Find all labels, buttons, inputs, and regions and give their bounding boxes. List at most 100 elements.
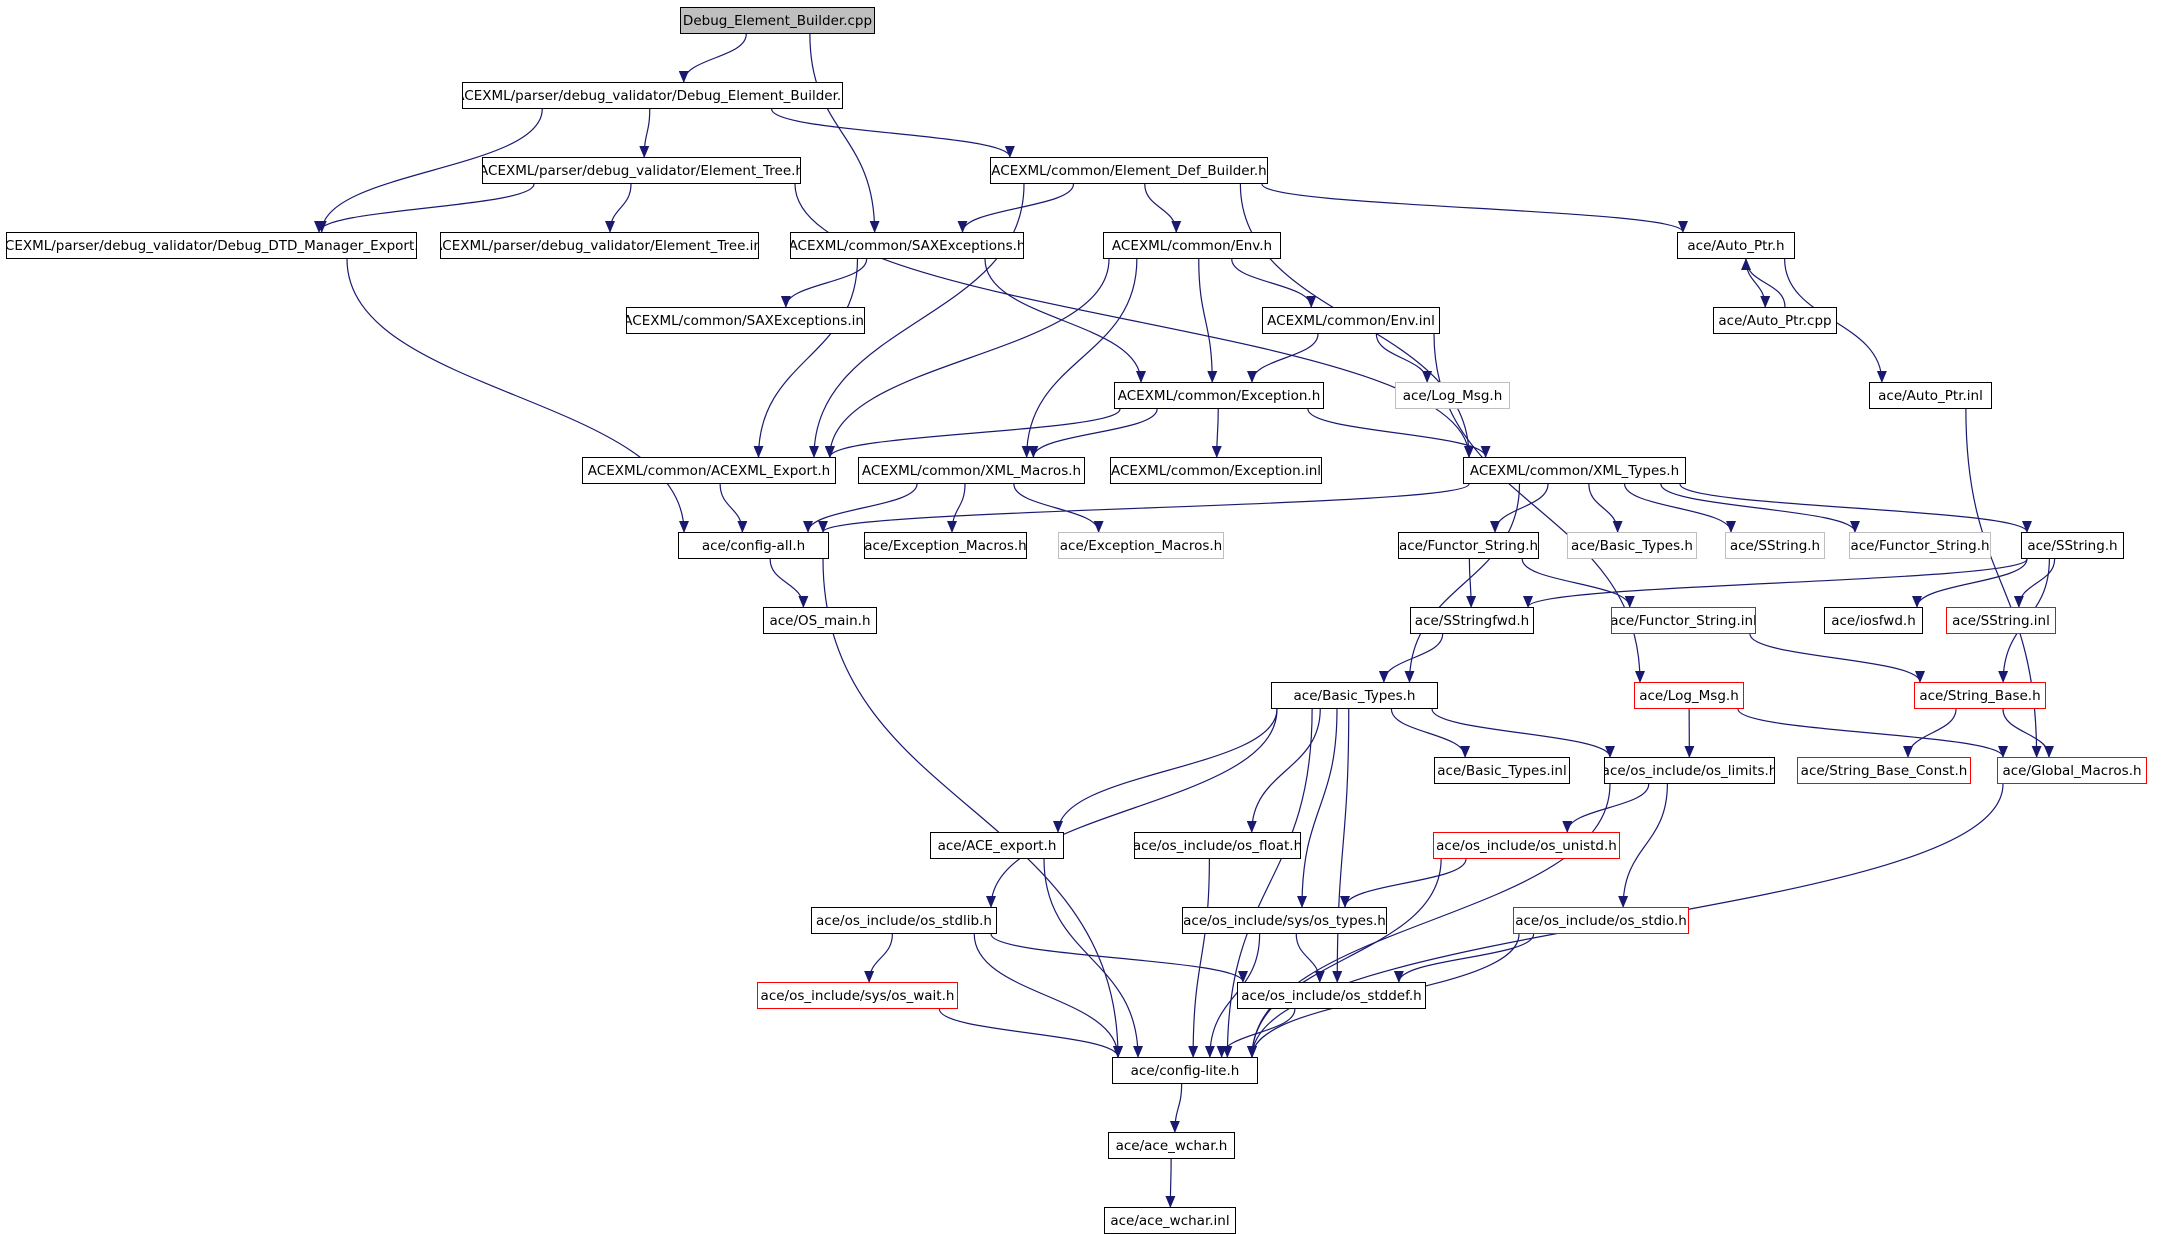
node-acexml-common-xml-macros-h[interactable]: ACEXML/common/XML_Macros.h	[858, 457, 1085, 484]
node-ace-ace-wchar-inl[interactable]: ace/ace_wchar.inl	[1104, 1207, 1236, 1234]
node-ace-string-base-const-h[interactable]: ace/String_Base_Const.h	[1797, 757, 1971, 784]
edge-n3-n6	[963, 184, 1074, 232]
edge-n7-n10	[1232, 259, 1312, 307]
node-ace-basic-types-inl[interactable]: ace/Basic_Types.inl	[1434, 757, 1570, 784]
node-acexml-common-exception-inl[interactable]: ACEXML/common/Exception.inl	[1110, 457, 1322, 484]
edge-n1-n2	[644, 109, 650, 157]
edge-n26-n28	[1528, 559, 2027, 607]
node-ace-iosfwd-h[interactable]: ace/iosfwd.h	[1824, 607, 1923, 634]
node-label: ace/SString.h	[1730, 538, 1820, 554]
node-ace-string-base-h[interactable]: ace/String_Base.h	[1914, 682, 2046, 709]
node-ace-log-msg-h[interactable]: ace/Log_Msg.h	[1395, 382, 1510, 409]
node-ace-config-lite-h[interactable]: ace/config-lite.h	[1112, 1057, 1258, 1084]
node-ace-os-include-sys-os-wait-h[interactable]: ace/os_include/sys/os_wait.h	[757, 982, 958, 1009]
node-ace-functor-string-inl[interactable]: ace/Functor_String.inl	[1611, 607, 1756, 634]
node-ace-config-all-h[interactable]: ace/config-all.h	[678, 532, 829, 559]
node-ace-sstring-h[interactable]: ace/SString.h	[2021, 532, 2124, 559]
node-acexml-common-exception-h[interactable]: ACEXML/common/Exception.h	[1114, 382, 1324, 409]
node-ace-sstringfwd-h[interactable]: ace/SStringfwd.h	[1410, 607, 1534, 634]
node-label: ACEXML/parser/debug_validator/Element_Tr…	[440, 238, 759, 254]
node-ace-log-msg-h[interactable]: ace/Log_Msg.h	[1634, 682, 1744, 709]
node-label: ace/Basic_Types.h	[1294, 688, 1416, 704]
edge-n32-n42	[991, 709, 1277, 907]
node-ace-global-macros-h[interactable]: ace/Global_Macros.h	[1997, 757, 2147, 784]
node-ace-auto-ptr-h[interactable]: ace/Auto_Ptr.h	[1677, 232, 1795, 259]
edge-n3-n7	[1145, 184, 1177, 232]
node-ace-auto-ptr-inl[interactable]: ace/Auto_Ptr.inl	[1869, 382, 1992, 409]
edge-n32-n39	[1058, 709, 1277, 832]
node-ace-functor-string-h[interactable]: ace/Functor_String.h	[1849, 532, 1991, 559]
node-label: ace/ace_wchar.inl	[1110, 1213, 1229, 1229]
edge-n2-n5	[610, 184, 631, 232]
edge-n39-n47	[1044, 859, 1138, 1057]
edge-n4-n19	[347, 259, 684, 532]
edge-n16-n19	[808, 484, 917, 532]
node-ace-os-include-os-stdio-h[interactable]: ace/os_include/os_stdio.h	[1513, 907, 1689, 934]
edge-n45-n47	[939, 1009, 1118, 1057]
node-ace-os-include-os-float-h[interactable]: ace/os_include/os_float.h	[1134, 832, 1301, 859]
node-acexml-parser-debug-validator-debug-dtd-manager-export-h[interactable]: ACEXML/parser/debug_validator/Debug_DTD_…	[6, 232, 417, 259]
node-ace-os-include-sys-os-types-h[interactable]: ace/os_include/sys/os_types.h	[1182, 907, 1387, 934]
node-ace-os-include-os-stdlib-h[interactable]: ace/os_include/os_stdlib.h	[811, 907, 997, 934]
node-ace-sstring-inl[interactable]: ace/SString.inl	[1946, 607, 2056, 634]
edge-n34-n38	[2003, 709, 2049, 757]
node-label: ACEXML/common/ACEXML_Export.h	[588, 463, 830, 479]
node-label: ace/os_include/os_unistd.h	[1436, 838, 1617, 854]
edge-n32-n43	[1302, 709, 1337, 907]
edge-n12-n18	[1308, 409, 1486, 457]
node-label: ace/Exception_Macros.h	[1060, 538, 1222, 554]
node-ace-basic-types-h[interactable]: ace/Basic_Types.h	[1567, 532, 1697, 559]
edge-n12-n17	[1217, 409, 1219, 457]
node-ace-exception-macros-h[interactable]: ace/Exception_Macros.h	[1058, 532, 1224, 559]
edge-n47-n48	[1175, 1084, 1182, 1132]
node-acexml-common-element-def-builder-h[interactable]: ACEXML/common/Element_Def_Builder.h	[990, 157, 1268, 184]
node-label: ace/Log_Msg.h	[1639, 688, 1739, 704]
node-label: ace/Auto_Ptr.inl	[1878, 388, 1983, 404]
edge-n36-n41	[1567, 784, 1649, 832]
node-ace-auto-ptr-cpp[interactable]: ace/Auto_Ptr.cpp	[1713, 307, 1837, 334]
node-label: ACEXML/common/Env.inl	[1267, 313, 1435, 329]
node-ace-exception-macros-h[interactable]: ace/Exception_Macros.h	[864, 532, 1027, 559]
node-ace-os-main-h[interactable]: ace/OS_main.h	[763, 607, 877, 634]
edge-n18-n19	[823, 484, 1469, 532]
node-ace-functor-string-h[interactable]: ace/Functor_String.h	[1398, 532, 1539, 559]
node-debug-element-builder-cpp[interactable]: Debug_Element_Builder.cpp	[680, 7, 875, 34]
node-ace-os-include-os-stddef-h[interactable]: ace/os_include/os_stddef.h	[1237, 982, 1426, 1009]
node-acexml-common-saxexceptions-inl[interactable]: ACEXML/common/SAXExceptions.inl	[626, 307, 865, 334]
node-label: ace/os_include/os_stddef.h	[1241, 988, 1421, 1004]
edge-n16-n21	[1014, 484, 1099, 532]
node-label: ace/Functor_String.inl	[1611, 613, 1756, 629]
edge-n29-n34	[1750, 634, 1920, 682]
edge-n32-n40	[1252, 709, 1321, 832]
node-ace-os-include-os-limits-h[interactable]: ace/os_include/os_limits.h	[1604, 757, 1775, 784]
node-ace-ace-export-h[interactable]: ace/ACE_export.h	[930, 832, 1064, 859]
node-label: ace/ace_wchar.h	[1116, 1138, 1228, 1154]
node-acexml-common-acexml-export-h[interactable]: ACEXML/common/ACEXML_Export.h	[582, 457, 836, 484]
node-acexml-parser-debug-validator-element-tree-inl[interactable]: ACEXML/parser/debug_validator/Element_Tr…	[440, 232, 759, 259]
edge-n40-n47	[1193, 859, 1209, 1057]
edge-n22-n29	[1522, 559, 1630, 607]
node-ace-sstring-h[interactable]: ace/SString.h	[1725, 532, 1825, 559]
edge-n18-n25	[1661, 484, 1855, 532]
edge-n42-n46	[991, 934, 1243, 982]
node-acexml-common-saxexceptions-h[interactable]: ACEXML/common/SAXExceptions.h	[790, 232, 1024, 259]
edge-n28-n32	[1384, 634, 1443, 682]
node-acexml-common-env-inl[interactable]: ACEXML/common/Env.inl	[1262, 307, 1440, 334]
edge-n36-n44	[1623, 784, 1667, 907]
node-ace-ace-wchar-h[interactable]: ace/ace_wchar.h	[1108, 1132, 1235, 1159]
node-ace-basic-types-h[interactable]: ace/Basic_Types.h	[1271, 682, 1438, 709]
node-acexml-parser-debug-validator-debug-element-builder-h[interactable]: ACEXML/parser/debug_validator/Debug_Elem…	[462, 82, 843, 109]
edge-n18-n26	[1680, 484, 2027, 532]
node-acexml-parser-debug-validator-element-tree-h[interactable]: ACEXML/parser/debug_validator/Element_Tr…	[482, 157, 801, 184]
edge-n32-n46	[1337, 709, 1349, 982]
edge-n2-n4	[319, 184, 534, 232]
node-acexml-common-env-h[interactable]: ACEXML/common/Env.h	[1103, 232, 1281, 259]
node-acexml-common-xml-types-h[interactable]: ACEXML/common/XML_Types.h	[1463, 457, 1686, 484]
edge-n0-n6	[810, 34, 875, 232]
edge-n32-n36	[1432, 709, 1610, 757]
node-ace-os-include-os-unistd-h[interactable]: ace/os_include/os_unistd.h	[1433, 832, 1620, 859]
node-label: ace/config-all.h	[702, 538, 805, 554]
node-label: ace/SString.h	[2027, 538, 2117, 554]
node-label: ace/config-lite.h	[1131, 1063, 1240, 1079]
